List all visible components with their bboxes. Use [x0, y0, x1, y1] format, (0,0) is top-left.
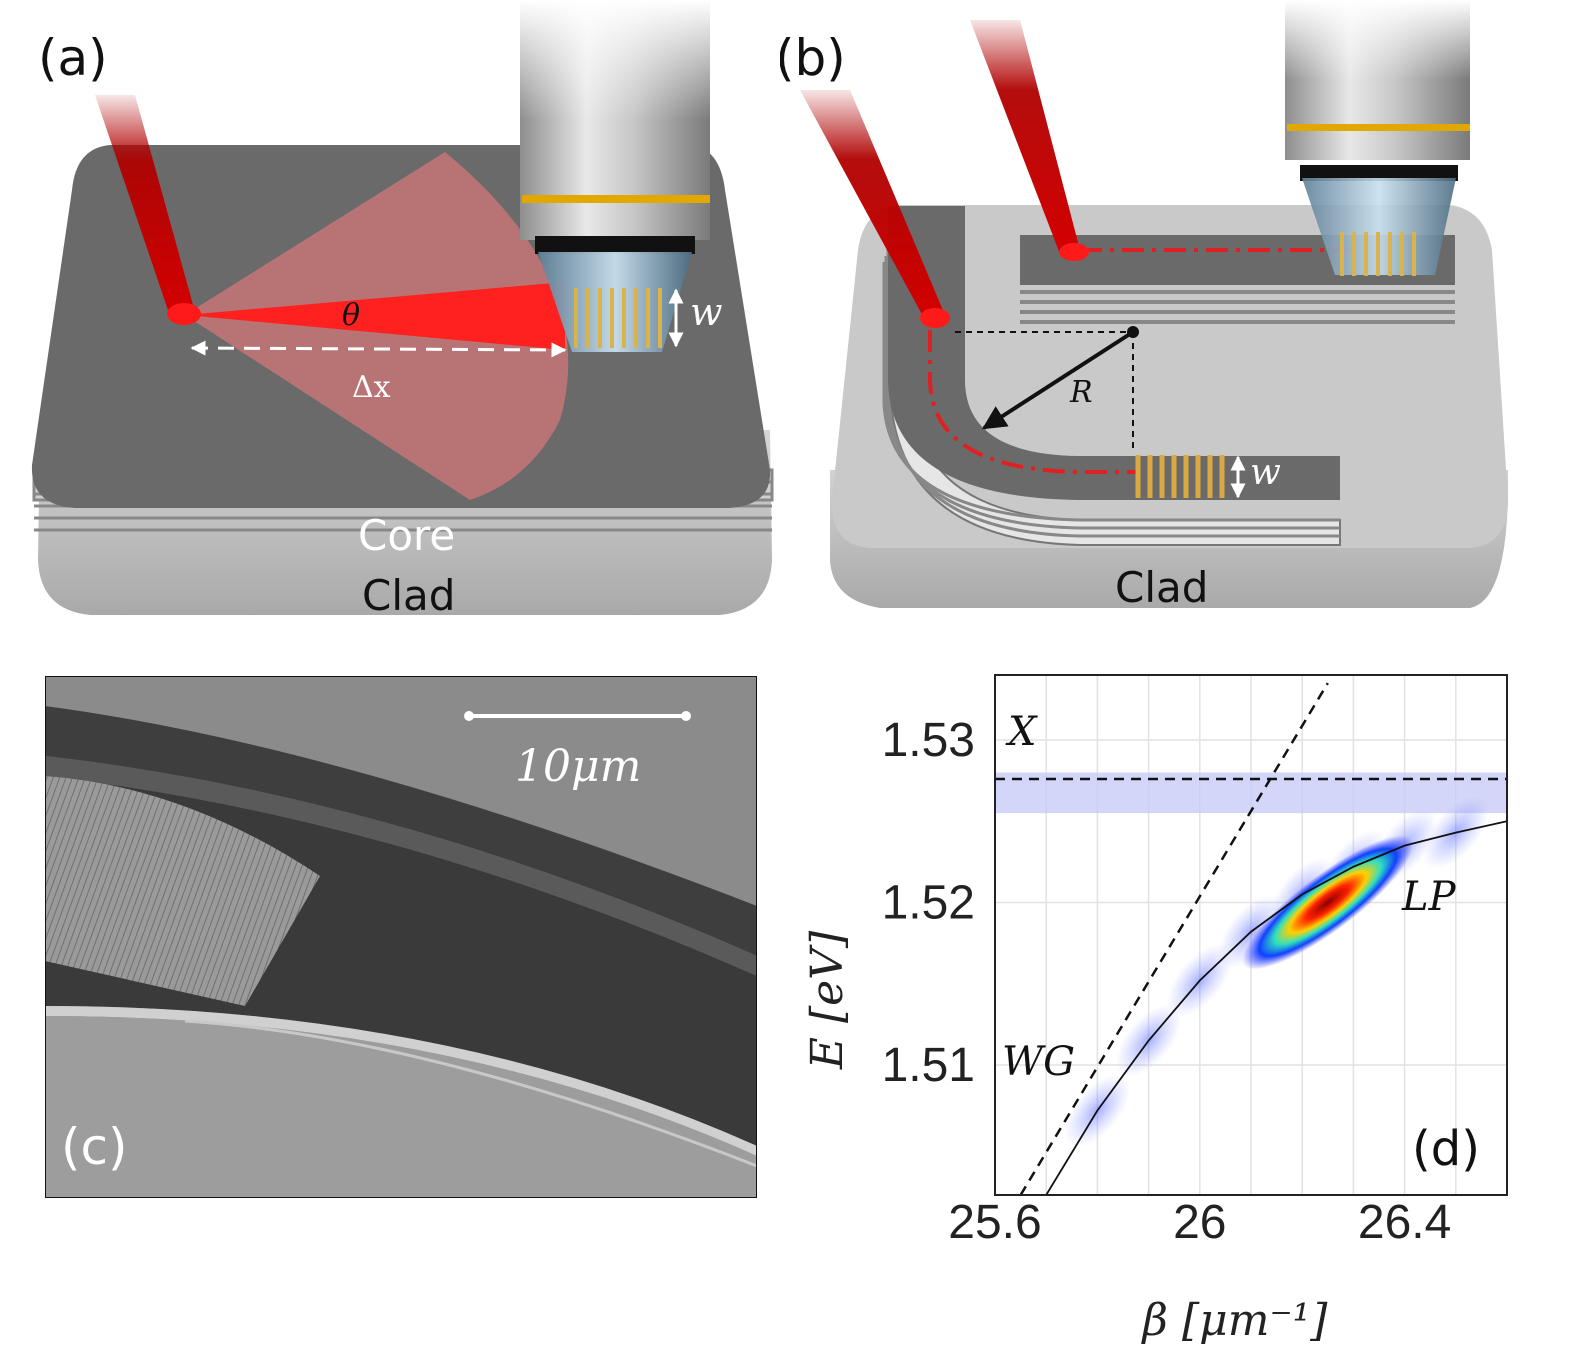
y-tick-label: 1.53 — [882, 714, 975, 767]
scale-bar-label: 10μm — [515, 741, 641, 792]
x-tick-label: 25.6 — [948, 1196, 1041, 1249]
objective-lens — [1285, 0, 1470, 275]
laser-beam — [970, 20, 1080, 254]
panel-d-label: (d) — [1412, 1121, 1480, 1177]
panel-b-illustration: R w Clad (b) — [780, 0, 1509, 612]
panel-c-label: (c) — [61, 1118, 128, 1176]
laser-spot — [1059, 243, 1089, 261]
bent-waveguide — [882, 206, 1341, 546]
distance-arrow — [190, 340, 567, 358]
panel-b-label: (b) — [780, 29, 846, 87]
core-label: Core — [358, 511, 455, 560]
panel-c-sem-image: 10μm (c) — [45, 676, 757, 1198]
panel-a-label: (a) — [38, 29, 108, 87]
series-wg-line — [1019, 682, 1329, 1195]
scale-bar-end — [464, 711, 474, 721]
emission-beam — [185, 282, 565, 350]
plot-frame — [994, 674, 1508, 1196]
clad-label: Clad — [362, 571, 455, 620]
grating-coupler — [574, 288, 662, 348]
y-axis-label: E [eV] — [802, 930, 853, 1070]
laser-beam — [95, 95, 195, 316]
x-axis-label: β [μm⁻¹] — [1141, 1295, 1329, 1346]
x-tick-label: 26 — [1173, 1196, 1226, 1249]
y-tick-label: 1.52 — [882, 877, 975, 930]
y-tick-label: 1.51 — [882, 1039, 975, 1092]
radius-arrow — [981, 330, 1135, 430]
grating-coupler — [1340, 232, 1416, 276]
x-tick-label: 26.4 — [1358, 1196, 1451, 1249]
radius-label: R — [1069, 375, 1093, 410]
panel-a-illustration: w θ Δx Core Clad (a) — [31, 0, 774, 620]
waveguide-label: WG — [1002, 1039, 1075, 1085]
scale-bar-end — [681, 711, 691, 721]
grating-coupler — [1135, 455, 1225, 498]
guided-mode-path — [928, 330, 1140, 474]
laser-spot — [920, 308, 950, 328]
intensity-peak — [1242, 835, 1414, 970]
series-lp-line — [1045, 820, 1507, 1195]
width-label: w — [1250, 452, 1281, 493]
exciton-label: X — [1005, 709, 1038, 755]
width-label: w — [690, 290, 723, 334]
angle-label: θ — [342, 298, 360, 333]
distance-label: Δx — [352, 370, 391, 405]
polariton-label: LP — [1401, 874, 1457, 920]
laser-beam — [800, 90, 945, 320]
laser-spot — [167, 303, 201, 325]
clad-label: Clad — [1115, 563, 1208, 612]
panel-d-chart: 25.6 26 26.4 1.51 1.52 1.53 E [eV] β [μm⁻¹] X… — [802, 674, 1508, 1346]
